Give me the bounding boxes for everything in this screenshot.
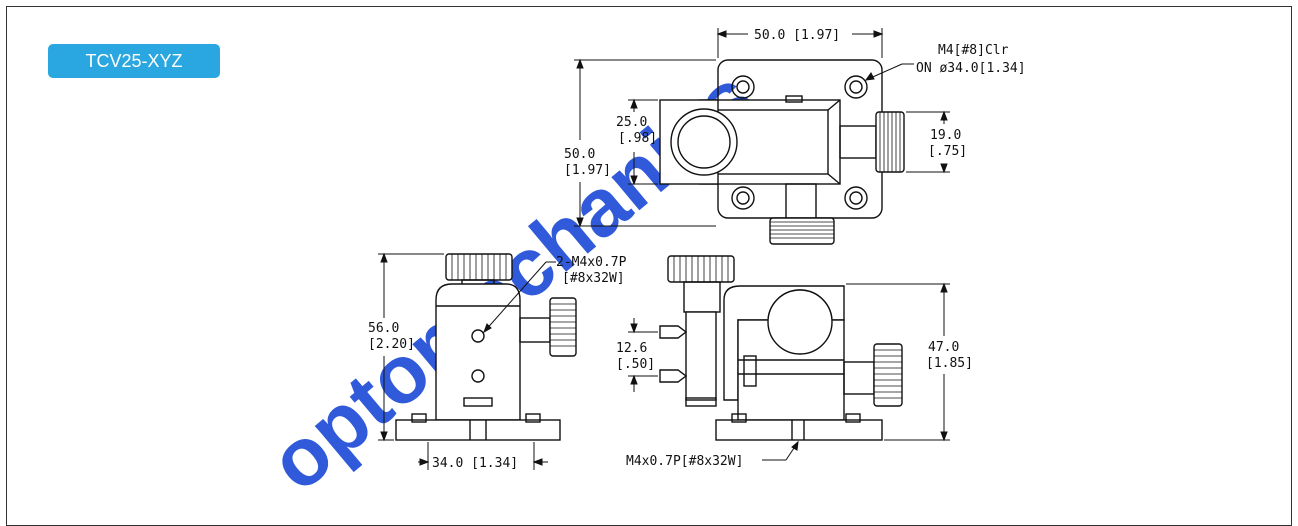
slot-dimension-mm: 12.6	[616, 341, 647, 356]
top-view: 50.0 [1.97] 50.0 [1.97] 25.0 [.98]	[564, 28, 1026, 245]
side-height-mm: 56.0	[368, 321, 399, 336]
mounting-hole	[731, 75, 755, 99]
bore-offset-in: [.98]	[618, 131, 657, 146]
height-dimension-mm: 50.0	[564, 147, 595, 162]
side-height-in: [2.20]	[368, 337, 415, 352]
technical-drawing: optomechanics	[253, 28, 1026, 506]
model-badge: TCV25-XYZ	[48, 44, 220, 78]
slot-dimension-in: [.50]	[616, 357, 655, 372]
mounting-hole	[844, 186, 868, 210]
tap-hole	[471, 329, 485, 343]
width-dimension: 50.0 [1.97]	[754, 28, 840, 43]
tap-note-line1: 2-M4x0.7P	[556, 255, 627, 270]
mounting-hole	[844, 75, 868, 99]
hole-note-line2: ON ø34.0[1.34]	[916, 61, 1026, 76]
height-dimension-in: [1.97]	[564, 163, 611, 178]
tap-note-line2: [#8x32W]	[562, 271, 625, 286]
bore-offset-mm: 25.0	[616, 115, 647, 130]
front-view: 12.6 [.50] 47.0 [1.85] M4x0.7P[#8x32W]	[616, 255, 973, 469]
front-height-in: [1.85]	[926, 356, 973, 371]
knob-offset-mm: 19.0	[930, 128, 961, 143]
hole-note-line1: M4[#8]Clr	[938, 43, 1009, 58]
base-dimension: 34.0 [1.34]	[432, 456, 518, 471]
base-tap-note: M4x0.7P[#8x32W]	[626, 454, 743, 469]
side-view: 56.0 [2.20] 2-M4x0.7P [#8x32W] 34.0 [1.3…	[368, 252, 627, 471]
bore-circle	[670, 108, 738, 176]
front-height-mm: 47.0	[928, 340, 959, 355]
tap-hole	[471, 369, 485, 383]
mounting-hole	[731, 186, 755, 210]
knob-offset-in: [.75]	[928, 144, 967, 159]
